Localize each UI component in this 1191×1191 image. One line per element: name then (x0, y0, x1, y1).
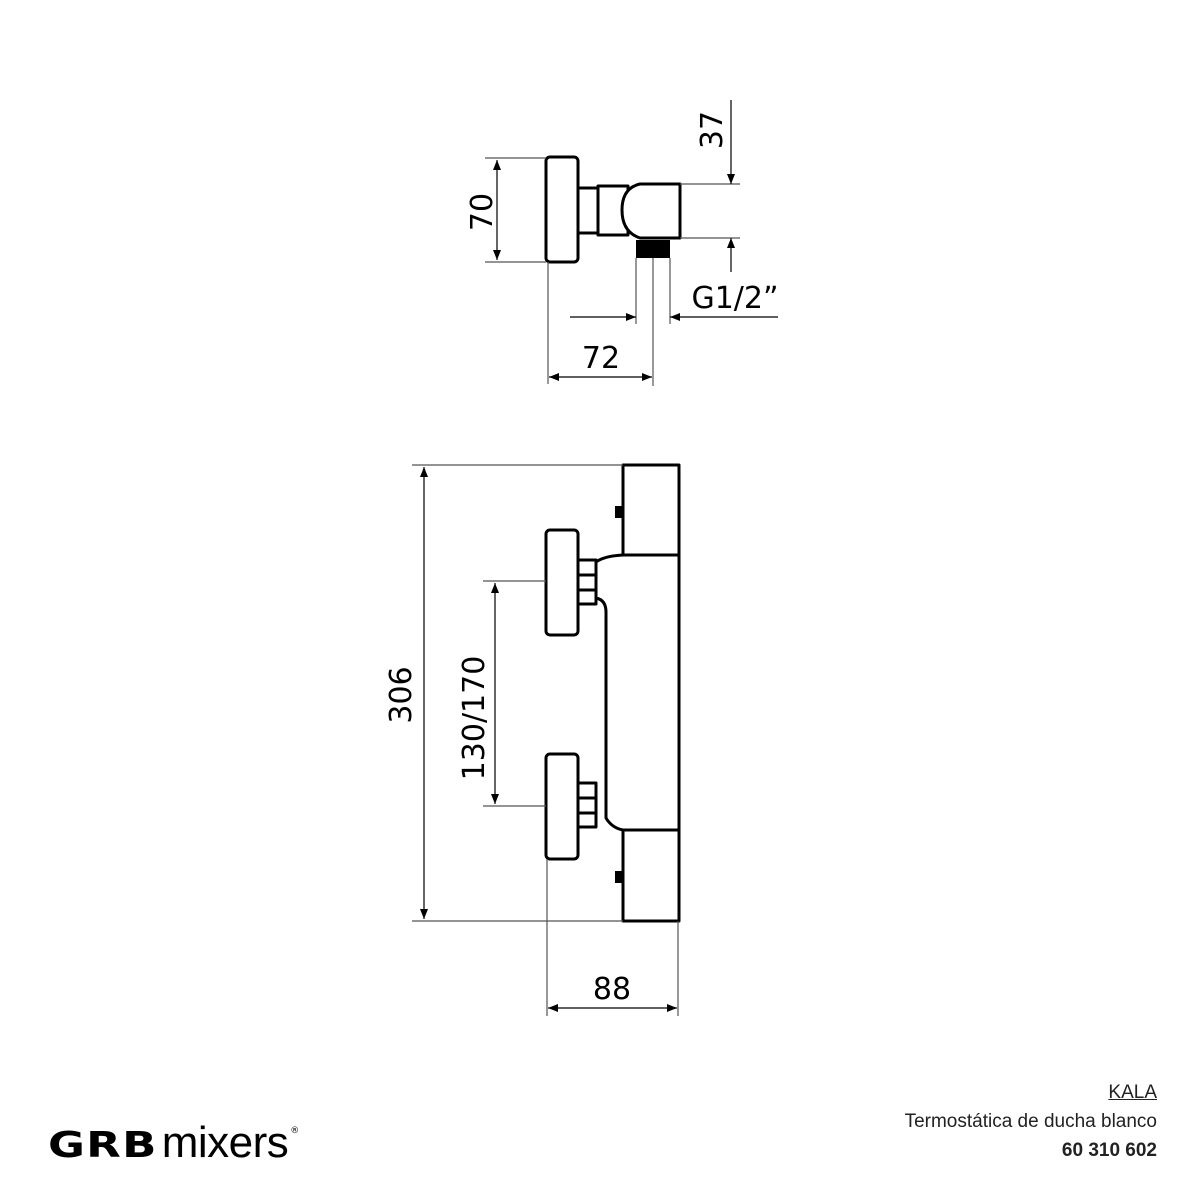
dim-130-170: 130/170 (457, 656, 492, 781)
front-body (594, 553, 681, 832)
dim-88: 88 (593, 972, 631, 1007)
product-info: KALA Termostática de ducha blanco 60 310… (905, 1078, 1157, 1165)
logo-mixers: mixers (161, 1118, 289, 1167)
logo-grb: GRB (48, 1125, 158, 1166)
product-code: 60 310 602 (1061, 1140, 1157, 1161)
dim-72: 72 (582, 341, 620, 376)
side-elbow (620, 182, 682, 240)
dim-thread: G1/2” (691, 281, 778, 316)
front-connector-lower (576, 781, 598, 829)
side-thread (636, 240, 670, 258)
side-knob (544, 155, 580, 264)
front-view: 306 130/170 88 (384, 463, 681, 1016)
product-description: Termostática de ducha blanco (904, 1111, 1157, 1132)
registered-mark: ® (290, 1126, 300, 1136)
front-knob-lower (544, 752, 580, 861)
dim-70: 70 (465, 193, 500, 231)
front-bottom-block (621, 828, 681, 923)
product-name: KALA (1108, 1082, 1157, 1103)
dim-37: 37 (695, 111, 730, 149)
front-connector-upper (576, 558, 598, 606)
brand-logo: GRB mixers ® (48, 1118, 299, 1168)
side-view: 70 37 G1/2” 72 (465, 100, 779, 386)
front-knob-upper (544, 528, 580, 637)
dim-306: 306 (384, 666, 419, 723)
front-top-block (621, 463, 681, 557)
side-connector (576, 186, 600, 235)
